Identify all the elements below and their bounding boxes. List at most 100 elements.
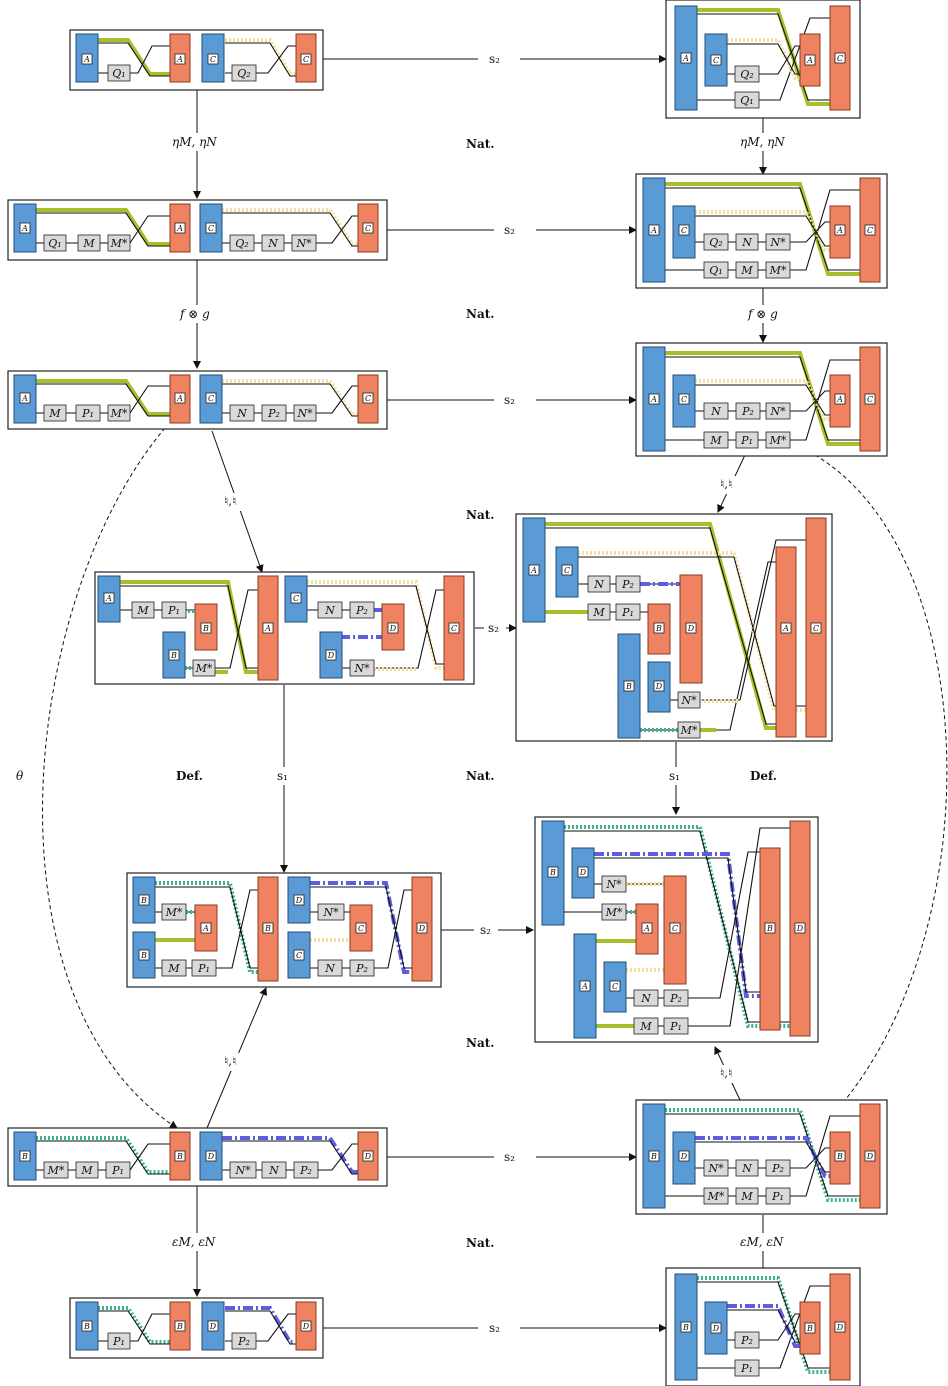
process-label-mstar: M* [769, 264, 787, 277]
object-label-box [764, 922, 776, 934]
object-label-c: C [296, 951, 302, 960]
object-label-box [138, 949, 150, 961]
panel-r2-right [635, 173, 888, 289]
object-label-box [300, 53, 312, 65]
object-label-c: C [867, 395, 873, 404]
object-label-a: A [643, 924, 650, 933]
process-label-nstar: N* [295, 237, 312, 250]
object-label-d: D [209, 1322, 217, 1331]
process-label-n: N [710, 405, 721, 418]
object-label-box [834, 224, 846, 236]
object-label-b: B [83, 1322, 90, 1331]
process-label-p2: P₂ [771, 1162, 784, 1175]
object-label-box [834, 1321, 846, 1333]
process-label-p1: P₁ [669, 1020, 682, 1033]
object-label-d: D [295, 896, 303, 905]
process-label-n: N [324, 962, 335, 975]
object-label-c: C [564, 566, 570, 575]
cell-label-nat-6: Nat. [466, 1236, 494, 1250]
process-label-m: M [740, 1190, 753, 1203]
object-label-box [794, 922, 806, 934]
label-eps-left: εM, εN [172, 1235, 216, 1249]
object-label-c: C [672, 924, 678, 933]
object-label-box [653, 680, 665, 692]
object-label-c: C [813, 624, 819, 633]
object-label-box [780, 622, 792, 634]
cell-label-nat-5: Nat. [466, 1036, 494, 1050]
object-label-c: C [681, 226, 687, 235]
cell-label-nat-1: Nat. [466, 137, 494, 151]
object-label-box [174, 53, 186, 65]
object-label-b: B [806, 1324, 813, 1333]
object-label-box [680, 1321, 692, 1333]
object-label-b: B [170, 651, 177, 660]
process-label-n: N [741, 1162, 752, 1175]
object-label-box [804, 1322, 816, 1334]
panel-r1-left [69, 29, 324, 91]
object-label-box [864, 393, 876, 405]
process-label-mstar: M* [110, 407, 128, 420]
process-label-p2: P₂ [741, 405, 754, 418]
object-label-box [834, 393, 846, 405]
process-label-nstar: N* [353, 662, 370, 675]
object-label-box [19, 392, 31, 404]
process-label-q2: Q₂ [709, 236, 722, 249]
process-label-n: N [741, 236, 752, 249]
process-label-p2: P₂ [669, 992, 682, 1005]
object-label-c: C [867, 226, 873, 235]
object-label-b: B [766, 924, 773, 933]
process-label-q1: Q₁ [112, 67, 125, 80]
object-label-b: B [21, 1152, 28, 1161]
object-label-a: A [806, 56, 813, 65]
object-label-d: D [680, 1152, 688, 1161]
process-label-n: N [267, 237, 278, 250]
panel-r6-left [7, 1127, 388, 1187]
object-label-box [834, 1150, 846, 1162]
process-label-n: N [268, 1164, 279, 1177]
object-label-b: B [176, 1322, 183, 1331]
process-label-mstar: M* [605, 906, 623, 919]
object-label-box [810, 622, 822, 634]
object-label-box [262, 922, 274, 934]
process-label-m: M [592, 606, 605, 619]
object-label-box [362, 1150, 374, 1162]
object-label-box [648, 1150, 660, 1162]
process-label-mstar: M* [769, 434, 787, 447]
object-label-box [685, 622, 697, 634]
object-label-box [174, 222, 186, 234]
label-s2-row3: s₂ [504, 393, 515, 407]
process-label-nstar: N* [707, 1162, 724, 1175]
object-label-box [174, 1150, 186, 1162]
object-label-box [669, 922, 681, 934]
object-label-b: B [655, 624, 662, 633]
object-label-c: C [303, 55, 309, 64]
object-label-c: C [612, 982, 618, 991]
object-label-box [710, 54, 722, 66]
process-label-p2: P₂ [237, 1335, 250, 1348]
panel-r4-right [515, 513, 833, 742]
process-label-mstar: M* [680, 724, 698, 737]
process-label-p1: P₁ [112, 1335, 125, 1348]
process-label-nstar: N* [322, 906, 339, 919]
object-label-box [678, 393, 690, 405]
label-swap-right-bottom: ♮,♮ [720, 1066, 732, 1080]
cell-label-nat-4: Nat. [466, 769, 494, 783]
object-label-c: C [210, 55, 216, 64]
object-label-b: B [140, 951, 147, 960]
process-label-mstar: M* [110, 237, 128, 250]
object-label-a: A [105, 594, 112, 603]
object-label-a: A [83, 55, 90, 64]
object-label-box [579, 980, 591, 992]
object-label-box [174, 1320, 186, 1332]
process-label-nstar: N* [680, 694, 697, 707]
process-label-q1: Q₁ [740, 94, 753, 107]
process-label-m: M [740, 264, 753, 277]
label-s2-row7: s₂ [489, 1321, 500, 1335]
object-label-d: D [302, 1322, 310, 1331]
object-label-box [641, 922, 653, 934]
object-label-a: A [650, 226, 657, 235]
object-label-b: B [650, 1152, 657, 1161]
panel-r4-left [94, 571, 475, 685]
label-s2-row4: s₂ [488, 621, 499, 635]
object-label-box [207, 1320, 219, 1332]
